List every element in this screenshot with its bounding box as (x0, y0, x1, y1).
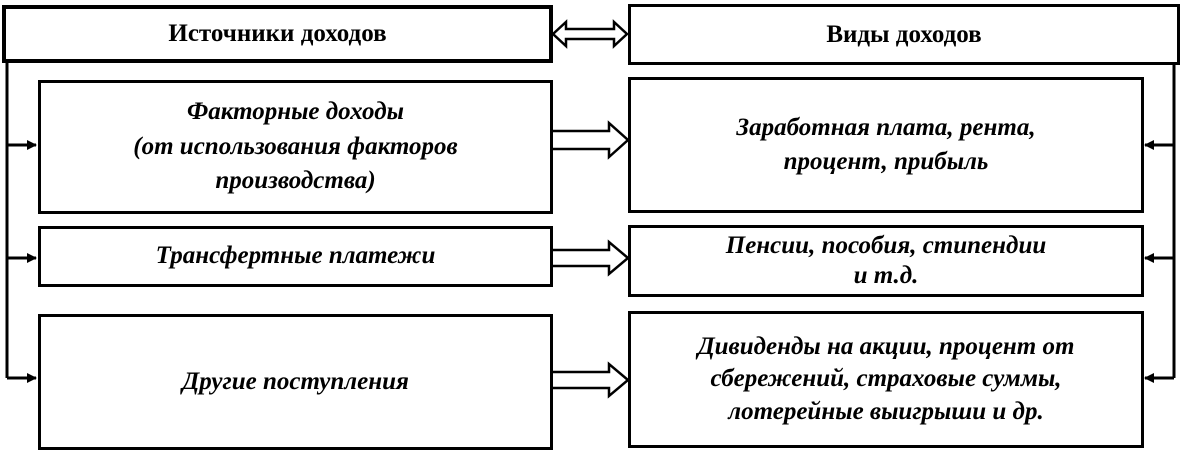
source-item-text: Факторные доходы (187, 98, 404, 126)
type-item-text: Дивиденды на акции, процент от (697, 332, 1075, 360)
type-item-text: и т.д. (853, 262, 919, 289)
arrow-row-3 (553, 361, 630, 399)
types-header: Виды доходов (628, 4, 1180, 65)
source-item-text: (от использования факторов (133, 132, 458, 160)
arrow-row-2 (553, 239, 630, 277)
header-double-arrow (551, 19, 629, 49)
source-item-transfer: Трансфертные платежи (38, 226, 553, 287)
type-item-text: Пенсии, пособия, стипендии (725, 232, 1047, 259)
source-item-factor: Факторные доходы (от использования факто… (38, 80, 553, 214)
types-header-text: Виды доходов (826, 20, 982, 48)
type-item-factor: Заработная плата, рента, процент, прибыл… (628, 77, 1144, 213)
sources-header: Источники доходов (2, 5, 553, 63)
right-bracket (1144, 65, 1176, 383)
type-item-text: Заработная плата, рента, (736, 113, 1036, 141)
left-bracket (5, 62, 37, 383)
source-item-text: Трансфертные платежи (155, 242, 436, 270)
type-item-text: сбережений, страховые суммы, (710, 365, 1062, 393)
source-item-text: производства) (215, 167, 376, 195)
arrow-row-1 (553, 120, 630, 160)
source-item-other: Другие поступления (38, 314, 553, 450)
type-item-text: лотерейные выигрыши и др. (728, 397, 1044, 425)
type-item-transfer: Пенсии, пособия, стипендии и т.д. (628, 225, 1144, 297)
type-item-text: процент, прибыль (783, 148, 989, 175)
type-item-other: Дивиденды на акции, процент от сбережени… (628, 311, 1144, 448)
source-item-text: Другие поступления (182, 367, 409, 395)
sources-header-text: Источники доходов (168, 20, 387, 47)
